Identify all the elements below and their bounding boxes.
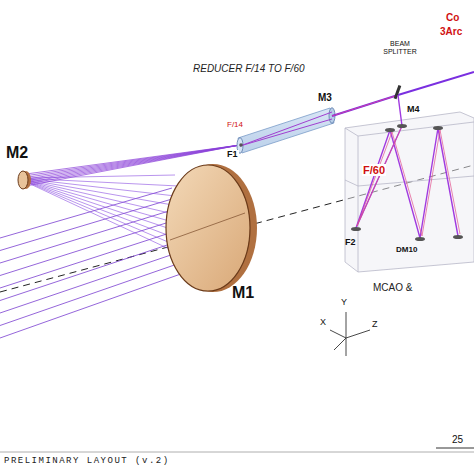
ray [0,219,180,276]
m1-line [170,213,245,240]
ray [0,250,187,314]
ray [0,260,190,326]
frame-line [0,452,474,453]
m1-mirror [166,165,250,291]
part-label: X [320,318,326,328]
part-label: DM10 [396,246,417,255]
part-label: Y [341,298,347,308]
ray [26,145,240,186]
part-label: F/14 [226,121,244,130]
part-label: MCAO & [372,282,413,293]
part-label: M1 [232,284,254,302]
mcao-optics [239,124,463,241]
part-label: F1 [226,150,239,160]
ray [0,229,182,288]
m2-mirror [18,171,28,189]
part-label: M3 [318,92,332,103]
axes-triad [330,312,370,356]
beam-splitter [394,85,402,99]
mcao-rays [356,95,460,238]
ray [0,209,177,264]
scale-bar [436,448,474,449]
part-label: M4 [407,105,420,115]
part-label: F2 [345,238,356,248]
part-label: 3Arc [440,26,462,37]
part-label: REDUCER F/14 TO F/60 [193,63,305,74]
part-label: Z [372,320,378,330]
part-label: Co [446,12,459,23]
part-label: BEAM SPLITTER [380,40,420,55]
science-beam-core [332,95,398,116]
ray [0,270,192,338]
ray [0,188,172,238]
part-label: F/60 [362,164,386,176]
part-label: 25 [452,434,463,445]
mcao-box [345,112,474,272]
science-beam [332,72,474,116]
reducer-tube [237,108,335,154]
part-label: PRELIMINARY LAYOUT (v.2) [4,457,170,467]
part-label: M2 [6,144,28,162]
incoming-rays [0,188,192,338]
relay-beam [26,145,240,186]
ray [0,198,175,250]
ray [0,239,185,300]
